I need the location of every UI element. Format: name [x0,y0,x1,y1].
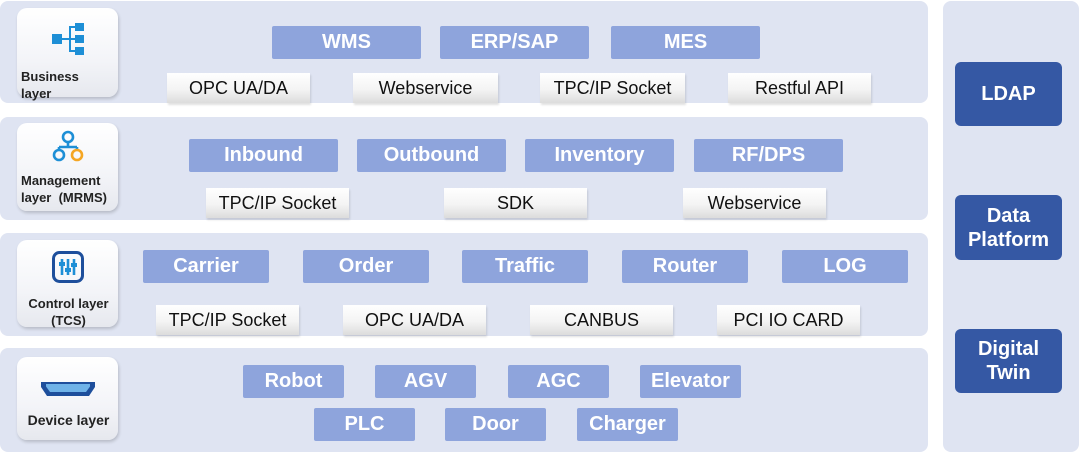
module-elevator: Elevator [640,365,741,398]
side-item-ldap: LDAP [955,62,1062,126]
business-layer-label-box: Business layer [17,8,118,101]
module-traffic: Traffic [462,250,588,283]
management-layer-label-box: Management layer (MRMS) [17,123,118,211]
protocol-tpc-ip-socket: TPC/IP Socket [206,188,349,218]
device-layer-label-box: Device layer [17,357,118,440]
module-outbound: Outbound [357,139,506,172]
module-order: Order [303,250,429,283]
side-item-data-platform: Data Platform [955,195,1062,260]
business-layer-label: Business layer [21,69,79,101]
module-wms: WMS [272,26,421,59]
management-layer-label: Management layer (MRMS) [21,173,107,205]
protocol-sdk: SDK [444,188,587,218]
module-inbound: Inbound [189,139,338,172]
control-panel-sliders-icon [51,251,84,283]
control-layer-label-box: Control layer (TCS) [17,240,118,328]
module-erp-sap: ERP/SAP [440,26,589,59]
side-item-digital-twin: Digital Twin [955,329,1062,393]
module-charger: Charger [577,408,678,441]
module-robot: Robot [243,365,344,398]
module-plc: PLC [314,408,415,441]
protocol-tpc-ip-socket: TPC/IP Socket [540,73,685,103]
module-router: Router [622,250,748,283]
module-agv: AGV [375,365,476,398]
device-layer-label: Device layer [27,412,110,428]
protocol-webservice: Webservice [353,73,498,103]
module-carrier: Carrier [143,250,269,283]
protocol-tpc-ip-socket: TPC/IP Socket [156,305,299,335]
protocol-restful-api: Restful API [728,73,871,103]
tray-device-icon [40,382,95,396]
protocol-pci-io-card: PCI IO CARD [717,305,860,335]
hierarchy-tree-icon [51,23,84,55]
module-agc: AGC [508,365,609,398]
protocol-webservice: Webservice [683,188,826,218]
protocol-opc-ua-da: OPC UA/DA [167,73,310,103]
module-rf-dps: RF/DPS [694,139,843,172]
protocol-opc-ua-da: OPC UA/DA [343,305,486,335]
module-inventory: Inventory [525,139,674,172]
control-layer-label: Control layer (TCS) [28,296,109,328]
module-door: Door [445,408,546,441]
module-log: LOG [782,250,908,283]
module-mes: MES [611,26,760,59]
protocol-canbus: CANBUS [530,305,673,335]
network-nodes-icon [52,130,83,162]
